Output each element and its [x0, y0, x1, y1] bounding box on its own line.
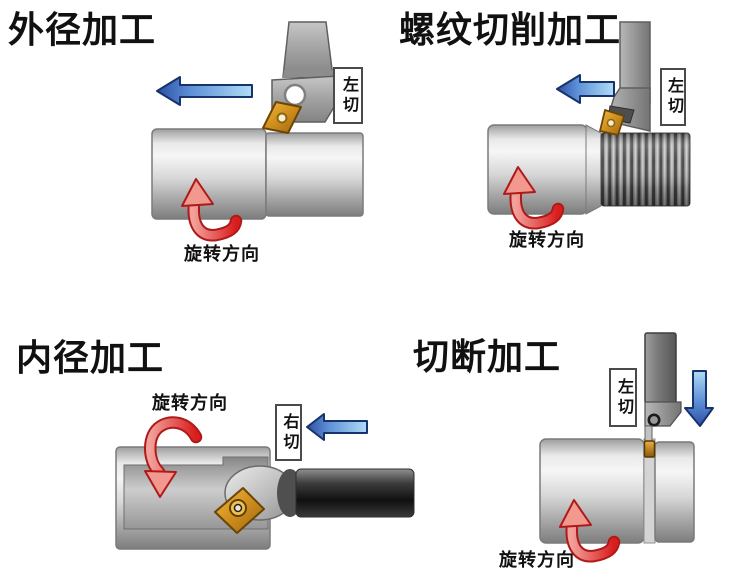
cut-direction-badge-thread: 左切 — [660, 68, 686, 126]
cutting-insert — [643, 440, 656, 458]
rotation-arrow — [181, 178, 243, 242]
cut-direction-badge-boring: 右切 — [275, 404, 302, 461]
cut-off-illustration — [539, 332, 714, 563]
cutting-insert — [599, 109, 625, 136]
cut-direction-badge-external: 左切 — [333, 67, 363, 124]
boring-bar — [214, 465, 415, 534]
panel-title-internal-boring: 内径加工 — [16, 337, 165, 378]
feed-arrow-down — [684, 370, 714, 427]
rotation-arrow — [503, 166, 565, 230]
panel-title-cut-off: 切断加工 — [413, 336, 562, 377]
internal-boring-illustration — [115, 413, 415, 550]
panel-title-thread-cutting: 螺纹切削加工 — [399, 9, 622, 50]
feed-arrow-left — [306, 413, 368, 441]
parting-tool — [643, 332, 682, 458]
rotation-direction-label-external: 旋转方向 — [184, 244, 260, 264]
rotation-arrow — [559, 499, 621, 563]
rotation-direction-label-boring: 旋转方向 — [152, 393, 228, 413]
rotation-direction-label-cut-off: 旋转方向 — [499, 550, 575, 570]
cut-direction-badge-cut-off: 左切 — [609, 368, 637, 427]
rotation-direction-label-thread: 旋转方向 — [509, 230, 585, 250]
workpiece-threaded-cylinder — [487, 124, 691, 215]
threading-tool — [599, 21, 651, 136]
feed-arrow-left — [556, 74, 615, 104]
feed-arrow-left — [156, 76, 253, 106]
cutting-insert — [214, 487, 265, 534]
rotation-arrow — [144, 416, 203, 498]
workpiece-stepped-cylinder — [151, 128, 364, 220]
panel-title-external-turning: 外径加工 — [8, 9, 157, 50]
cutting-insert — [262, 101, 302, 134]
turning-tool — [262, 21, 341, 134]
external-turning-illustration — [151, 21, 364, 242]
thread-cutting-illustration — [487, 21, 691, 230]
